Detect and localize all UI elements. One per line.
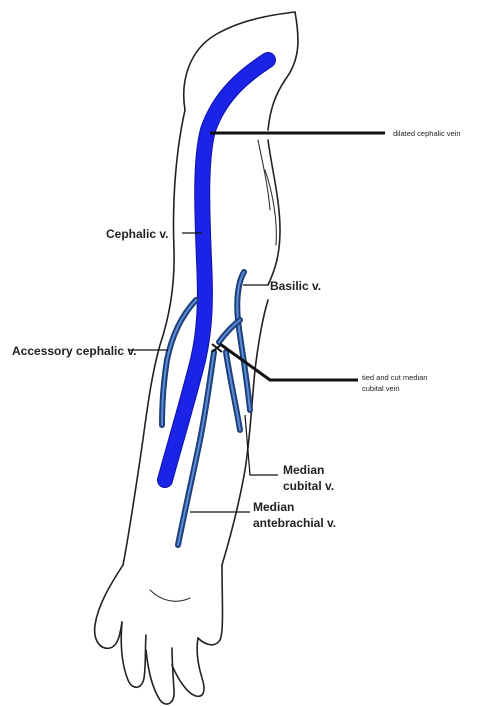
- label-dilated-cephalic-vein: dilated cephalic vein: [393, 129, 461, 139]
- label-median-cubital-line2: cubital v.: [283, 479, 334, 493]
- label-basilic-vein: Basilic v.: [270, 279, 321, 293]
- median-cubital-vein: [226, 352, 240, 430]
- dilated-cephalic-vein: [165, 60, 268, 480]
- label-accessory-cephalic-vein: Accessory cephalic v.: [12, 344, 137, 358]
- label-tied-cut-median-cubital-line1: tied and cut median: [362, 373, 427, 383]
- label-cephalic-vein: Cephalic v.: [106, 227, 168, 241]
- label-median-antebrachial-line2: antebrachial v.: [253, 516, 336, 530]
- label-median-antebrachial-line1: Median: [253, 500, 294, 514]
- label-tied-cut-median-cubital-line2: cubital vein: [362, 384, 400, 394]
- label-median-cubital-line1: Median: [283, 463, 324, 477]
